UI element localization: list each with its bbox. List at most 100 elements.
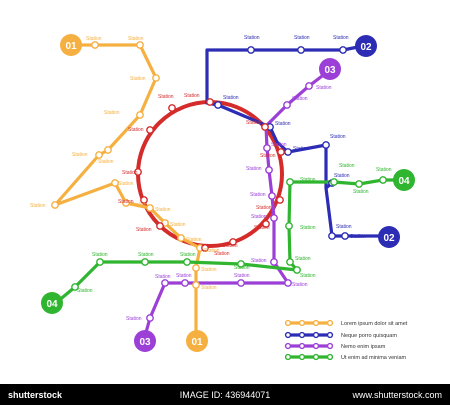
station-label: Station	[246, 166, 262, 172]
station-label: Station	[376, 167, 392, 173]
station-marker-red	[262, 220, 270, 228]
station-label: Station	[330, 134, 346, 140]
station-marker-blue	[297, 46, 305, 54]
legend-item-purple: Nemo enim ipsam	[284, 342, 386, 350]
station-marker-green	[330, 178, 338, 186]
svg-text:04: 04	[398, 176, 410, 187]
station-label: Station	[336, 224, 352, 230]
station-label: Station	[131, 202, 147, 208]
legend-item-blue: Neque porro quisquam	[284, 331, 397, 339]
watermark-id: IMAGE ID: 436944071	[180, 390, 271, 400]
station-marker-red	[229, 238, 237, 246]
station-marker-orange	[136, 41, 144, 49]
station-marker-purple	[270, 214, 278, 222]
station-label: Station	[118, 181, 134, 187]
station-label: Station	[158, 94, 174, 100]
station-marker-green	[293, 266, 301, 274]
orange-line	[53, 43, 202, 338]
station-label: Station	[295, 256, 311, 262]
station-label: Station	[294, 35, 310, 41]
station-marker-blue	[322, 141, 330, 149]
station-marker-purple	[237, 279, 245, 287]
station-marker-red	[140, 196, 148, 204]
badge-orange-top: 01	[60, 34, 82, 56]
station-marker-red	[201, 244, 209, 252]
station-marker-orange	[136, 111, 144, 119]
badge-green-right: 04	[393, 169, 415, 191]
station-label: Station	[222, 243, 238, 249]
badge-green-left: 04	[41, 292, 63, 314]
station-label: Station	[184, 93, 200, 99]
watermark-brand: shutterstock	[8, 390, 63, 400]
station-label: Station	[300, 273, 316, 279]
station-label: Station	[251, 258, 267, 264]
station-label: Station	[186, 237, 202, 243]
station-label: Station	[128, 127, 144, 133]
svg-text:04: 04	[46, 299, 58, 310]
station-marker-purple	[268, 192, 276, 200]
station-label: Station	[256, 205, 272, 211]
station-marker-purple	[305, 82, 313, 90]
station-label: Station	[254, 225, 270, 231]
station-label: Station	[271, 142, 287, 148]
station-label: Station	[300, 225, 316, 231]
station-label: Station	[92, 252, 108, 258]
station-label: Station	[201, 285, 217, 291]
station-marker-orange	[122, 199, 130, 207]
station-label: Station	[155, 274, 171, 280]
station-marker-orange	[111, 179, 119, 187]
station-marker-purple	[181, 279, 189, 287]
legend-item-green: Ut enim ad minima veniam	[284, 353, 407, 361]
svg-text:01: 01	[65, 41, 77, 52]
station-label: Station	[176, 273, 192, 279]
station-marker-purple	[146, 314, 154, 322]
station-label: Station	[201, 267, 217, 273]
station-label: Station	[223, 95, 239, 101]
station-marker-purple	[284, 279, 292, 287]
station-label: Station	[260, 153, 276, 159]
watermark: shutterstock IMAGE ID: 436944071 www.shu…	[0, 384, 450, 405]
blue-line	[205, 44, 387, 238]
station-marker-green	[71, 283, 79, 291]
station-marker-orange	[104, 146, 112, 154]
station-label: Station	[334, 173, 350, 179]
station-marker-green	[237, 260, 245, 268]
watermark-bar	[0, 384, 450, 405]
station-marker-green	[355, 180, 363, 188]
station-label: Station	[300, 177, 316, 183]
badge-purple-top: 03	[319, 58, 341, 80]
station-marker-orange	[91, 41, 99, 49]
station-label: Station	[118, 199, 134, 205]
station-label: Station	[30, 203, 46, 209]
station-label: Station	[246, 120, 262, 126]
station-marker-orange	[51, 201, 59, 209]
station-marker-red	[168, 104, 176, 112]
station-label: Station	[234, 265, 250, 271]
station-label: Station	[214, 251, 230, 257]
badge-orange-bottom: 01	[186, 330, 208, 352]
station-label: Station	[138, 252, 154, 258]
station-marker-green	[379, 176, 387, 184]
svg-text:02: 02	[360, 42, 372, 53]
station-label: Station	[244, 35, 260, 41]
watermark-url: www.shutterstock.com	[351, 390, 442, 400]
station-label: Station	[333, 35, 349, 41]
station-label: Station	[250, 192, 266, 198]
station-marker-purple	[263, 144, 271, 152]
station-label: Station	[130, 76, 146, 82]
station-label: Station	[170, 222, 186, 228]
station-label: Station	[204, 248, 220, 254]
station-marker-orange	[95, 151, 103, 159]
station-marker-red	[156, 222, 164, 230]
station-label: Station	[122, 170, 138, 176]
station-label: Station	[128, 36, 144, 42]
station-label: Station	[353, 189, 369, 195]
station-marker-red	[134, 168, 142, 176]
legend: Lorem ipsum dolor sit amet Neque porro q…	[284, 319, 408, 361]
station-label: Station	[350, 234, 366, 240]
station-label: Station	[316, 85, 332, 91]
svg-text:Lorem ipsum dolor sit amet: Lorem ipsum dolor sit amet	[341, 321, 408, 327]
station-marker-orange	[152, 74, 160, 82]
badge-blue-bottom: 02	[378, 226, 400, 248]
